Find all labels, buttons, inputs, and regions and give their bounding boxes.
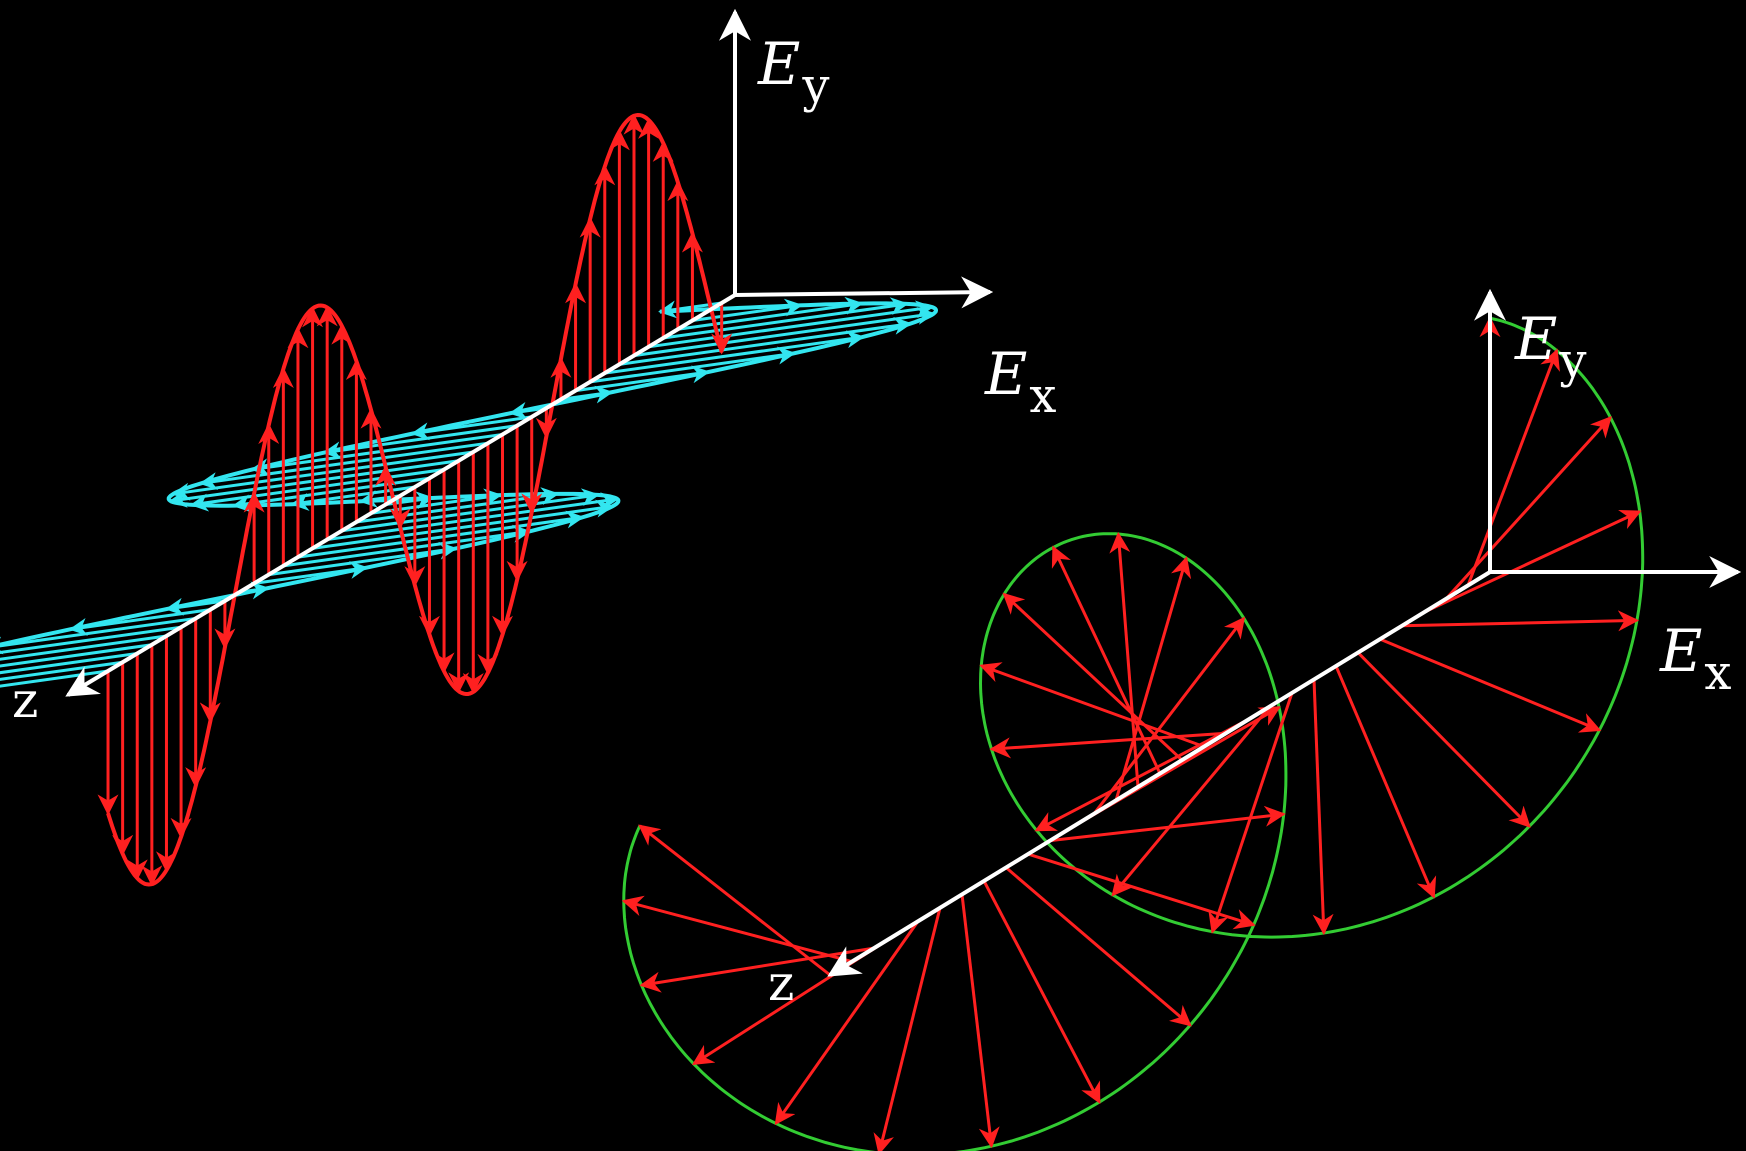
field-vector-arrow: [1049, 805, 1286, 843]
horizontal-field-arrow: [250, 432, 503, 477]
horizontal-field-arrow: [692, 298, 803, 323]
horizontal-field-arrow: [253, 561, 369, 585]
left-ex-label-sub: x: [1029, 368, 1057, 424]
horizontal-field-arrow: [165, 597, 226, 616]
left-ey-label-sub: y: [802, 58, 830, 114]
left-ex-axis: [734, 276, 994, 309]
right-ey-label: Ey: [1515, 310, 1586, 385]
horizontal-field-arrow: [410, 415, 532, 441]
left-ey-label: Ey: [758, 35, 829, 110]
right-ex-label-sub: x: [1704, 645, 1732, 701]
horizontal-field-arrow: [508, 401, 547, 420]
field-vector-arrow: [960, 894, 1000, 1149]
horizontal-field-arrow: [312, 499, 615, 550]
left-z-axis: [65, 293, 737, 697]
field-vector-arrow: [1002, 592, 1184, 762]
field-vector-arrow: [1401, 610, 1640, 632]
horizontal-field-arrow: [0, 643, 153, 668]
field-vector-arrow: [1109, 531, 1140, 788]
horizontal-field-arrow: [633, 306, 936, 358]
horizontal-field-arrow: [648, 300, 934, 349]
field-vector-arrow: [1005, 866, 1192, 1027]
right-ex-label: Ex: [1660, 622, 1731, 697]
right-circular-wave-diagram: [621, 288, 1742, 1151]
field-vector-arrow: [1092, 616, 1246, 815]
field-vector-arrow: [989, 731, 1227, 759]
right-ex-label-main: E: [1660, 617, 1703, 685]
horizontal-field-arrow: [168, 459, 459, 508]
horizontal-field-arrow: [0, 651, 138, 675]
horizontal-field-arrow: [0, 616, 196, 655]
right-ey-label-main: E: [1515, 305, 1558, 373]
field-vector-arrow: [1034, 718, 1249, 832]
right-z-label: z: [768, 954, 795, 1012]
right-ey-label-sub: y: [1559, 333, 1587, 389]
left-ey-label-main: E: [758, 30, 801, 98]
field-vector-arrow: [1114, 556, 1192, 801]
horizontal-wave-component: [0, 296, 939, 688]
field-vector-arrow: [639, 946, 875, 993]
horizontal-field-arrow: [341, 488, 600, 533]
horizontal-field-arrow: [171, 450, 474, 501]
field-vector-arrow: [1423, 509, 1642, 614]
horizontal-field-arrow: [68, 608, 211, 636]
left-linear-wave-diagram: [0, 8, 994, 887]
left-z-label: z: [12, 671, 39, 729]
field-vector-arrow: [1208, 692, 1294, 934]
field-vector-arrow: [1466, 348, 1560, 586]
field-vector-arrow: [1051, 545, 1162, 775]
right-z-axis: [827, 570, 1492, 977]
vertical-wave-component: [97, 112, 733, 887]
field-vector-arrow: [1111, 705, 1272, 897]
field-vector-arrow: [1356, 651, 1531, 828]
field-vector-arrow: [638, 824, 831, 977]
field-vector-arrow: [1379, 637, 1602, 733]
horizontal-field-arrow: [677, 296, 864, 331]
field-vector-arrow: [774, 920, 920, 1126]
horizontal-field-arrow: [560, 385, 614, 404]
field-vector-arrow: [1334, 665, 1437, 899]
horizontal-field-arrow: [0, 634, 167, 661]
horizontal-field-arrow: [0, 625, 182, 655]
field-vector-arrow: [1312, 679, 1334, 936]
field-vector-arrow: [1444, 415, 1612, 600]
left-ex-label: Ex: [985, 345, 1056, 420]
horizontal-field-arrow: [297, 510, 585, 559]
rotating-field-vectors: [621, 316, 1642, 1151]
horizontal-field-arrow: [663, 297, 909, 340]
horizontal-field-arrow: [604, 330, 865, 375]
horizontal-field-arrow: [232, 476, 430, 513]
field-vector-arrow: [1027, 852, 1256, 930]
horizontal-field-arrow: [199, 441, 489, 491]
field-vector-arrow: [982, 880, 1101, 1104]
left-ex-label-main: E: [985, 340, 1028, 408]
field-vector-arrow: [873, 907, 942, 1151]
field-vector-arrow: [621, 895, 853, 964]
field-vector-arrow: [979, 662, 1205, 749]
